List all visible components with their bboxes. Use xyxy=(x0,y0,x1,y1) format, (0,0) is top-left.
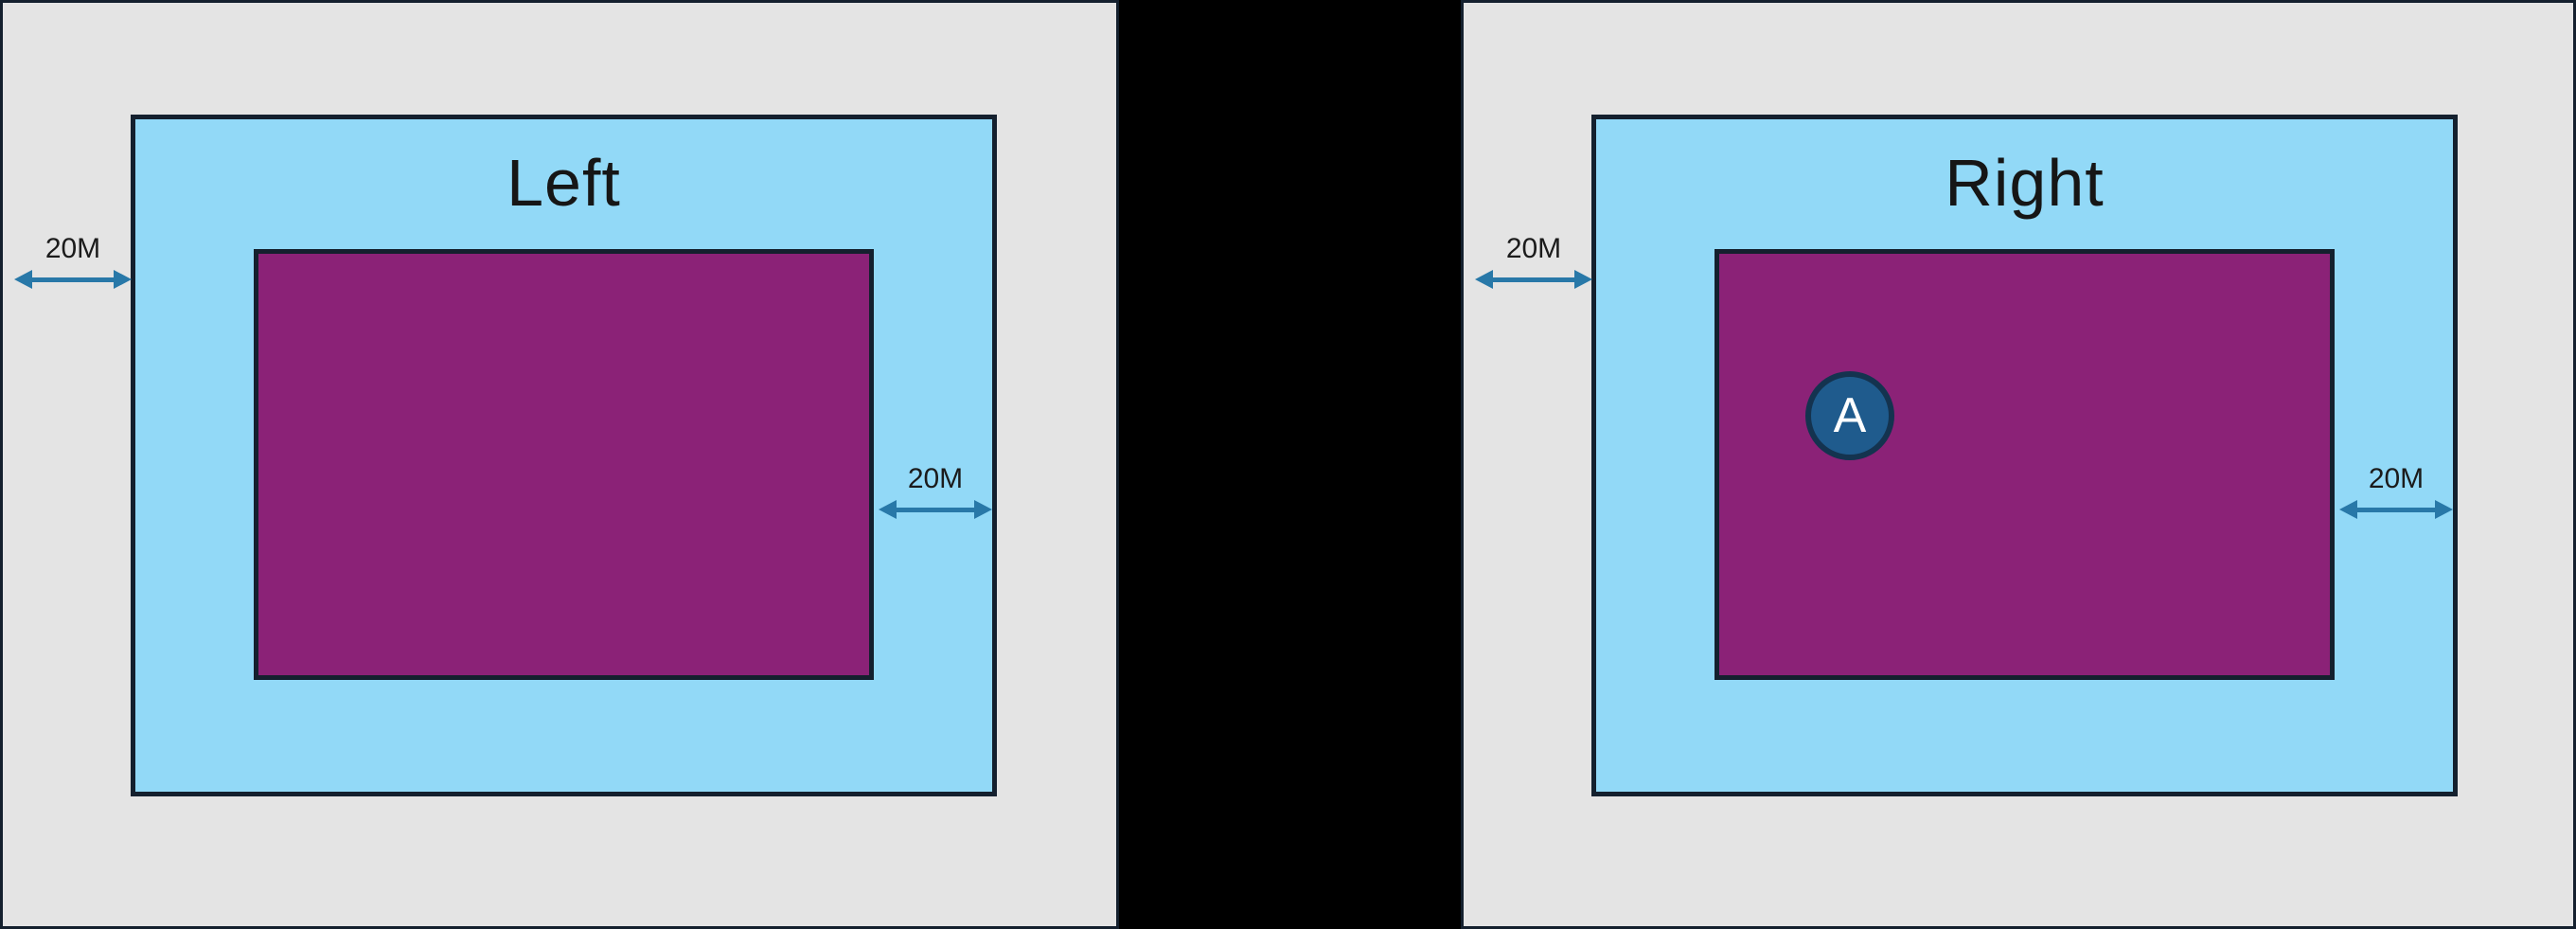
dimension-label: 20M xyxy=(2368,463,2425,494)
panel-title-right: Right xyxy=(1945,146,2105,220)
double-arrow-icon xyxy=(2339,497,2453,522)
left-panel-right-margin-dimension: 20M xyxy=(879,463,992,522)
marker-a: A xyxy=(1805,371,1894,460)
left-inner-zone-rect xyxy=(254,249,874,680)
right-inner-zone-rect xyxy=(1714,249,2335,680)
panel-left: Left 20M 20M xyxy=(0,0,1119,929)
dimension-label: 20M xyxy=(1505,233,1562,264)
double-arrow-icon xyxy=(14,267,132,292)
arrow-shaft xyxy=(27,277,118,282)
arrow-shaft xyxy=(1488,277,1579,282)
double-arrow-icon xyxy=(1475,267,1592,292)
panel-title-left: Left xyxy=(506,146,621,220)
arrow-shaft xyxy=(2353,508,2440,512)
dimension-label: 20M xyxy=(907,463,964,494)
arrow-shaft xyxy=(892,508,979,512)
right-panel-left-margin-dimension: 20M xyxy=(1475,233,1592,292)
left-panel-left-margin-dimension: 20M xyxy=(14,233,132,292)
right-panel-right-margin-dimension: 20M xyxy=(2339,463,2453,522)
panel-right: Right 20M 20M A xyxy=(1461,0,2576,929)
dimension-label: 20M xyxy=(44,233,101,264)
double-arrow-icon xyxy=(879,497,992,522)
